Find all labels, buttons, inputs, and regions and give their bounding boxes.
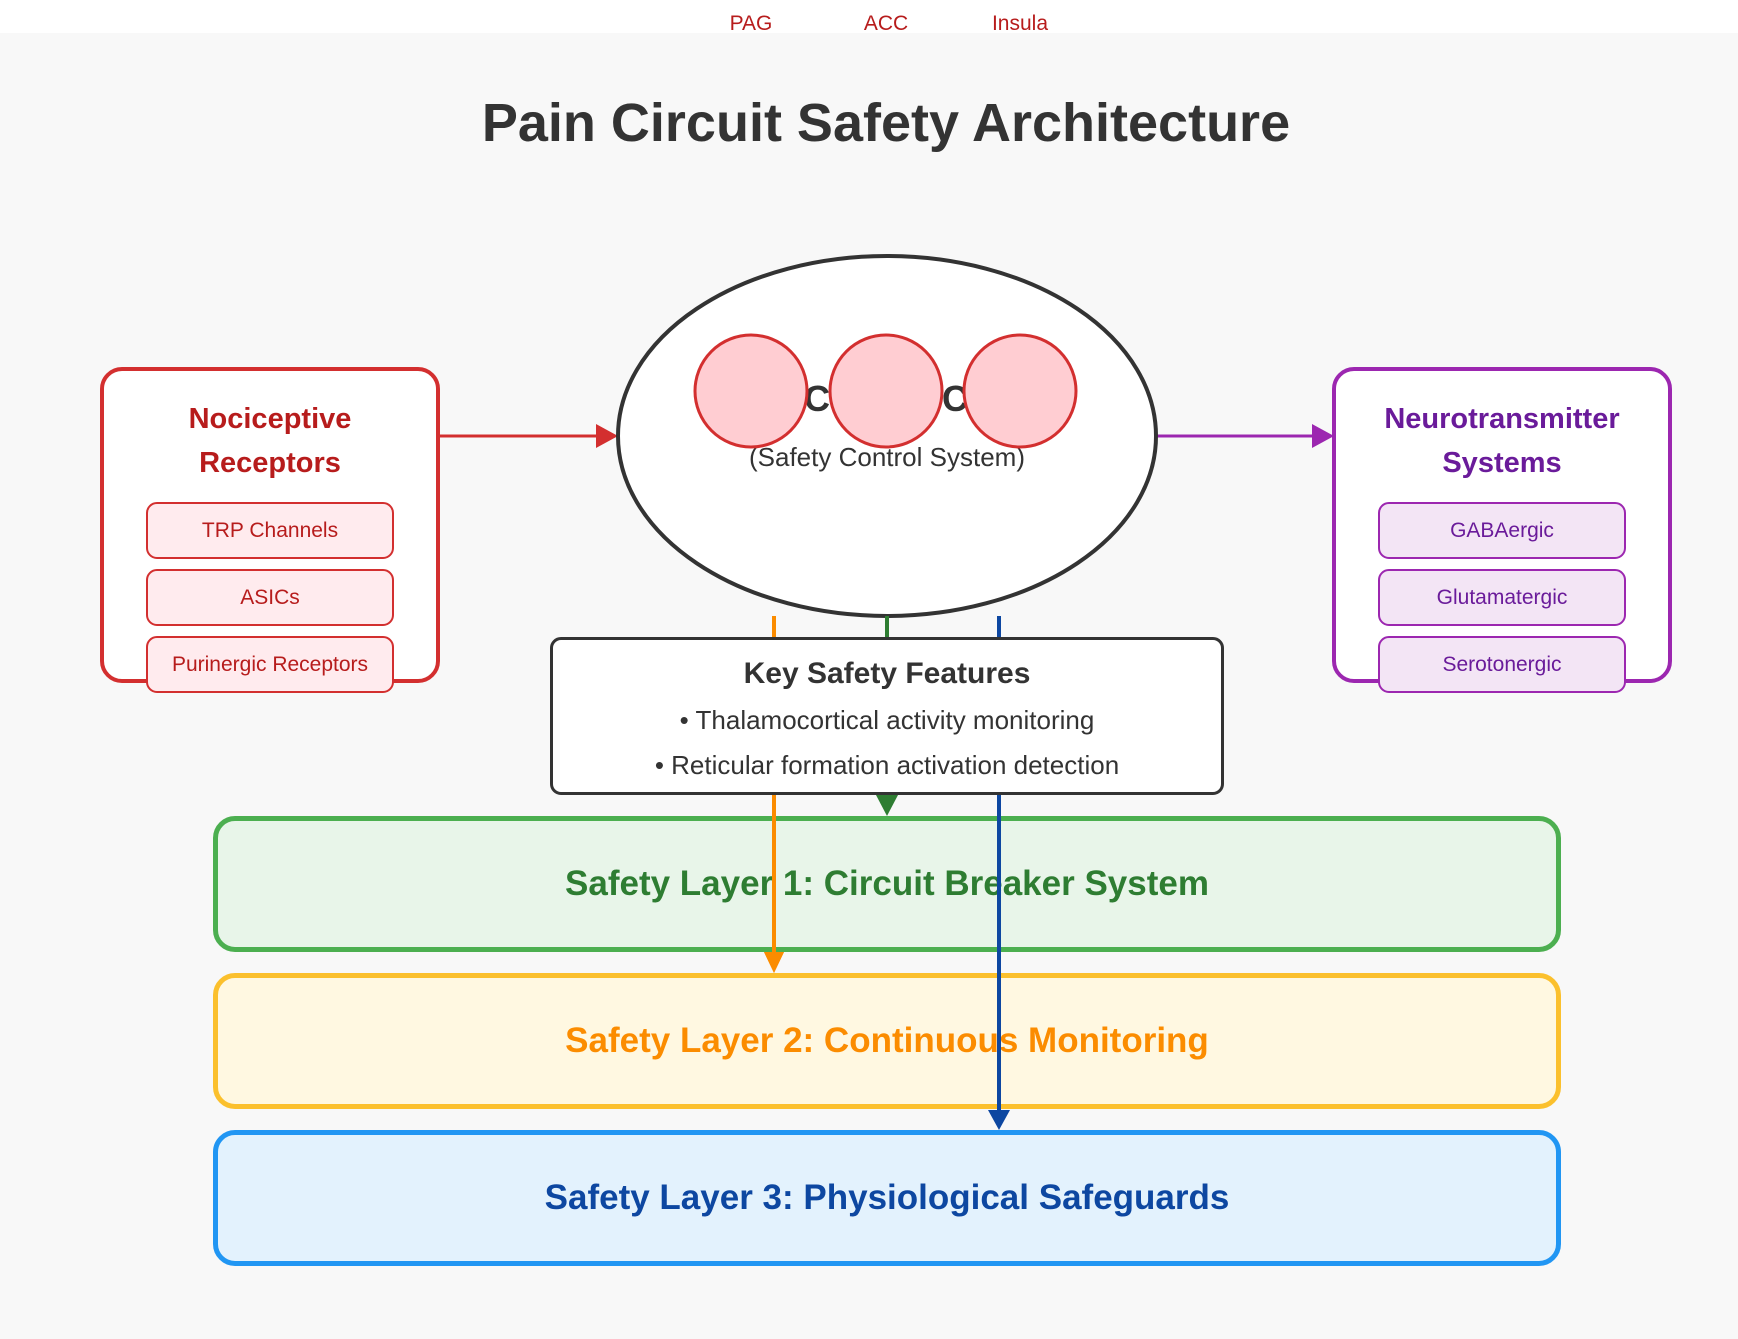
page-title: Pain Circuit Safety Architecture xyxy=(481,93,1291,153)
neurotransmitter-item: Serotonergic xyxy=(1378,636,1626,693)
control-center-ellipse xyxy=(616,254,1158,618)
arrow-head-orange xyxy=(764,952,784,973)
control-center-subtitle: (Safety Control System) xyxy=(749,442,1025,472)
label-pag: PAG xyxy=(729,12,773,35)
label-insula: Insula xyxy=(991,12,1049,35)
neurotransmitter-item: Glutamatergic xyxy=(1378,569,1626,626)
safety-layer-3: Safety Layer 3: Physiological Safeguards xyxy=(213,1130,1561,1266)
receptor-item: TRP Channels xyxy=(146,502,394,559)
arrow-head-red xyxy=(596,424,618,448)
nociceptive-receptors-title: Nociceptive Receptors xyxy=(188,403,352,479)
feature-item: • Thalamocortical activity monitoring xyxy=(679,705,1095,735)
safety-layer-1: Safety Layer 1: Circuit Breaker System xyxy=(213,816,1561,952)
control-center-title: Pain Control Center xyxy=(717,378,1057,419)
label-acc: ACC xyxy=(863,12,909,35)
arrow-head-green xyxy=(876,795,898,816)
safety-layer-2: Safety Layer 2: Continuous Monitoring xyxy=(213,973,1561,1109)
feature-item: • Reticular formation activation detecti… xyxy=(654,750,1120,780)
arrow-head-purple xyxy=(1312,424,1334,448)
key-safety-features-title: Key Safety Features xyxy=(743,657,1031,690)
receptor-item: Purinergic Receptors xyxy=(146,636,394,693)
neurotransmitter-item: GABAergic xyxy=(1378,502,1626,559)
receptor-item: ASICs xyxy=(146,569,394,626)
key-safety-features-box: Key Safety Features • Thalamocortical ac… xyxy=(550,637,1224,795)
neurotransmitter-systems-title: Neurotransmitter Systems xyxy=(1384,403,1620,479)
